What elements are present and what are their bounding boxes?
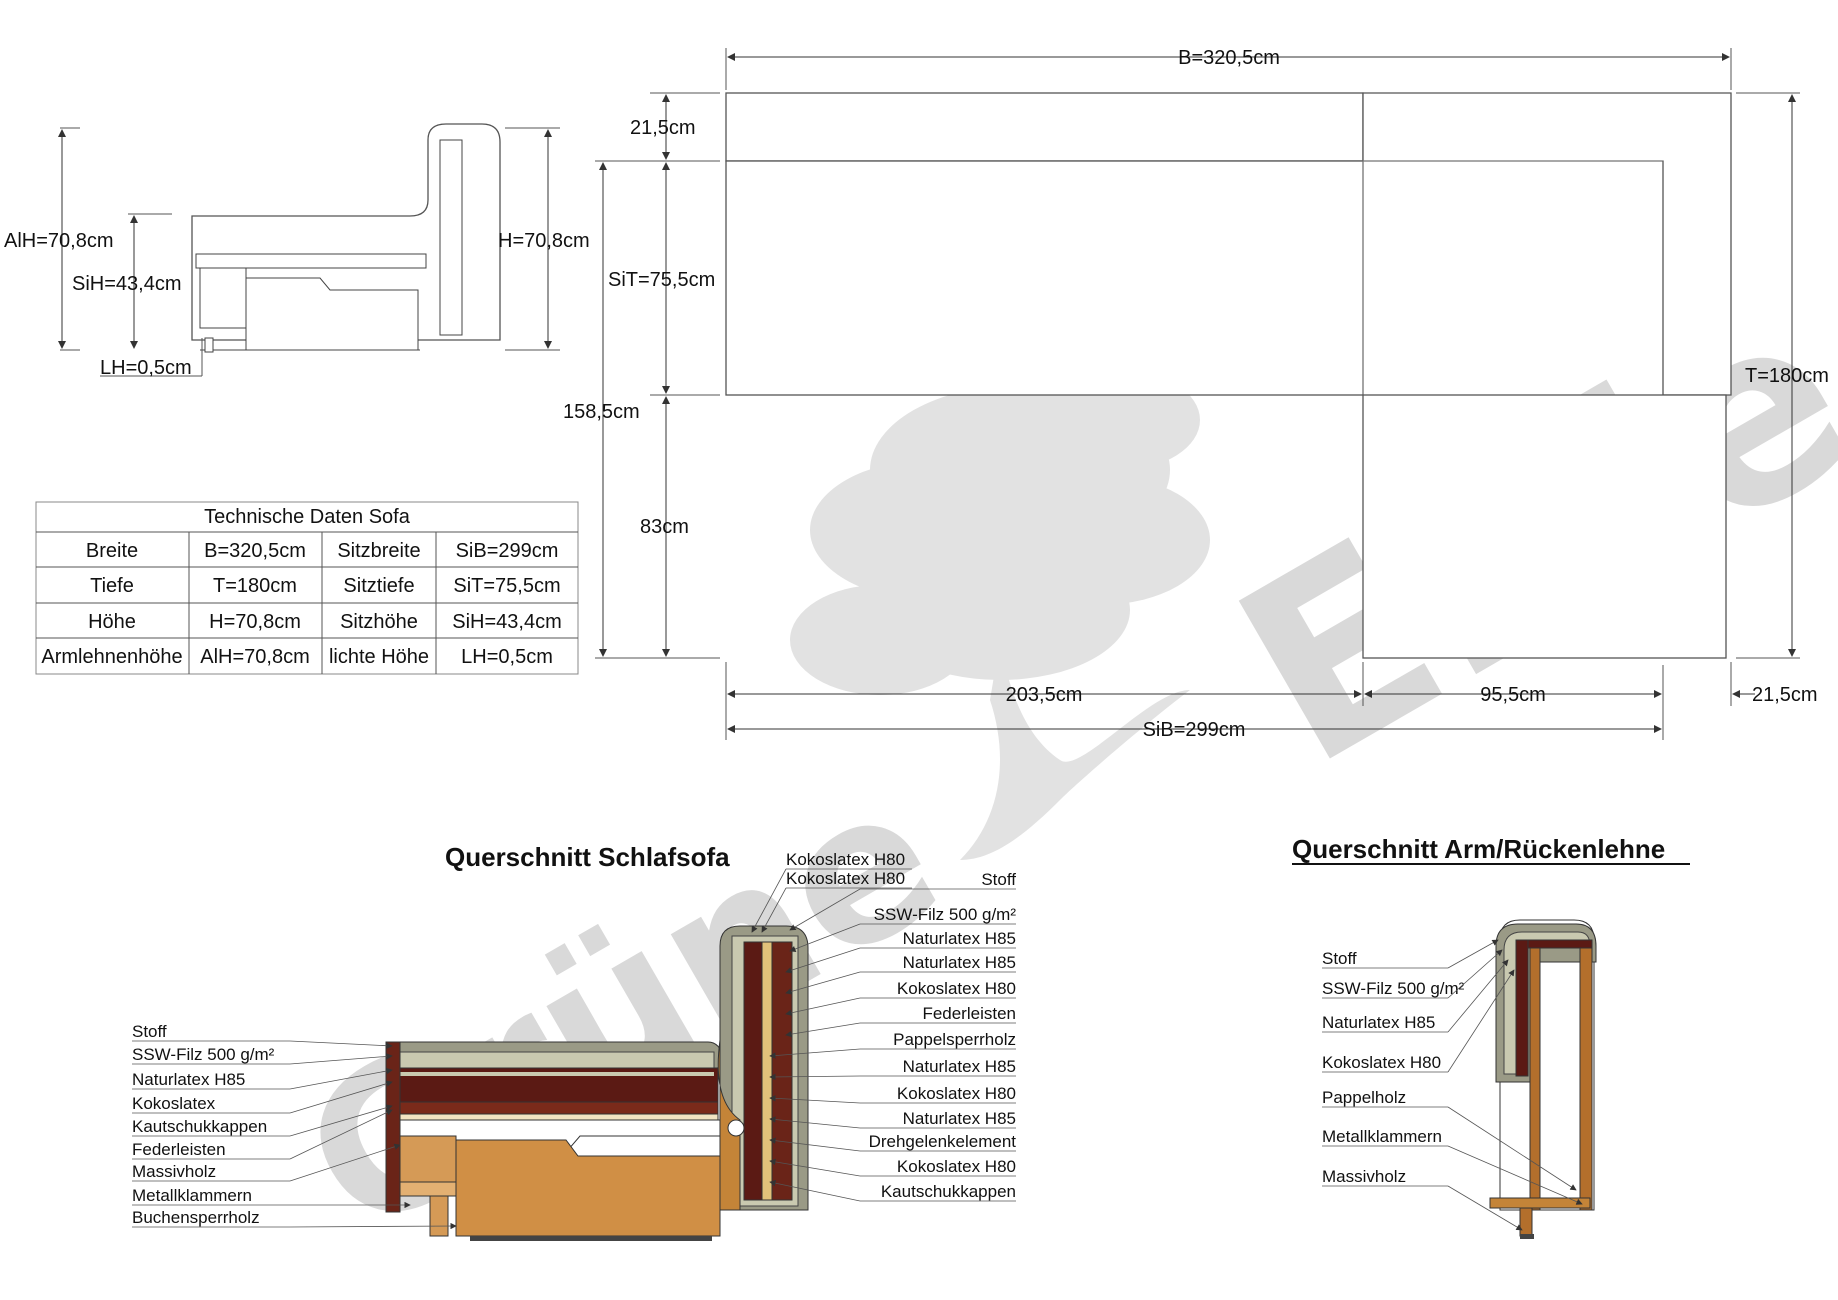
table-cell: Sitzbreite bbox=[337, 540, 420, 562]
table-cell: LH=0,5cm bbox=[461, 646, 553, 668]
section-sofa-title: Querschnitt Schlafsofa bbox=[445, 842, 730, 872]
sofa-left-label: Massivholz bbox=[132, 1162, 216, 1181]
sofa-left-label: Naturlatex H85 bbox=[132, 1070, 245, 1089]
sofa-right-label: SSW-Filz 500 g/m² bbox=[874, 905, 1017, 924]
dim-arm-width: 21,5cm bbox=[1752, 684, 1818, 706]
table-cell: Armlehnenhöhe bbox=[41, 646, 182, 668]
sofa-right-label: Federleisten bbox=[922, 1004, 1016, 1023]
sofa-right-label: Drehgelenkelement bbox=[869, 1132, 1017, 1151]
arm-label: Stoff bbox=[1322, 949, 1357, 968]
dim-total-width: B=320,5cm bbox=[1178, 47, 1280, 69]
arm-label: Kokoslatex H80 bbox=[1322, 1053, 1441, 1072]
table-cell: Sitztiefe bbox=[343, 575, 414, 597]
sofa-right-label: Kokoslatex H80 bbox=[897, 979, 1016, 998]
dim-lower-depth: 83cm bbox=[640, 516, 689, 538]
sofa-left-label: Kautschukkappen bbox=[132, 1117, 267, 1136]
dim-seat-depth: SiT=75,5cm bbox=[608, 269, 715, 291]
sofa-top-label: Kokoslatex H80 bbox=[786, 869, 905, 888]
arm-label: Metallklammern bbox=[1322, 1127, 1442, 1146]
table-cell: B=320,5cm bbox=[204, 540, 306, 562]
arm-label: Massivholz bbox=[1322, 1167, 1406, 1186]
dim-seat-width: SiB=299cm bbox=[1143, 719, 1246, 741]
arm-label: Pappelholz bbox=[1322, 1088, 1406, 1107]
tree-watermark-icon bbox=[790, 370, 1210, 860]
dim-armrest-height: AlH=70,8cm bbox=[4, 230, 114, 252]
sofa-top-label: Kokoslatex H80 bbox=[786, 850, 905, 869]
sofa-right-label: Kokoslatex H80 bbox=[897, 1084, 1016, 1103]
table-cell: Sitzhöhe bbox=[340, 611, 418, 633]
sofa-right-label: Naturlatex H85 bbox=[903, 1057, 1016, 1076]
sofa-left-label: Buchensperrholz bbox=[132, 1208, 260, 1227]
sofa-right-label: Naturlatex H85 bbox=[903, 953, 1016, 972]
sofa-right-label: Kokoslatex H80 bbox=[897, 1157, 1016, 1176]
sofa-left-label: Federleisten bbox=[132, 1140, 226, 1159]
sofa-right-label: Pappelsperrholz bbox=[893, 1030, 1016, 1049]
dim-seat-height: SiH=43,4cm bbox=[72, 273, 182, 295]
sofa-left-label: Stoff bbox=[132, 1022, 167, 1041]
sofa-right-label: Naturlatex H85 bbox=[903, 929, 1016, 948]
section-arm-title: Querschnitt Arm/Rückenlehne bbox=[1292, 834, 1665, 864]
table-cell: H=70,8cm bbox=[209, 611, 301, 633]
dim-left-segment: 203,5cm bbox=[1006, 684, 1083, 706]
table-cell: SiT=75,5cm bbox=[453, 575, 560, 597]
table-cell: AlH=70,8cm bbox=[200, 646, 310, 668]
table-cell: Tiefe bbox=[90, 575, 134, 597]
table-cell: T=180cm bbox=[213, 575, 297, 597]
side-view: AlH=70,8cm SiH=43,4cm H=70,8cm LH=0,5cm bbox=[4, 123, 590, 379]
sofa-left-label: Metallklammern bbox=[132, 1186, 252, 1205]
table-cell: SiH=43,4cm bbox=[452, 611, 562, 633]
dim-total-depth: T=180cm bbox=[1745, 365, 1829, 387]
sofa-left-label: SSW-Filz 500 g/m² bbox=[132, 1045, 275, 1064]
table-cell: Breite bbox=[86, 540, 138, 562]
table-cell: lichte Höhe bbox=[329, 646, 429, 668]
table-title: Technische Daten Sofa bbox=[204, 506, 411, 528]
arm-label: Naturlatex H85 bbox=[1322, 1013, 1435, 1032]
plan-view: B=320,5cm 21,5cm SiT=75,5cm 83cm 158,5cm… bbox=[563, 47, 1829, 741]
sofa-right-label: Naturlatex H85 bbox=[903, 1109, 1016, 1128]
dim-back-depth: 21,5cm bbox=[630, 117, 696, 139]
dim-height: H=70,8cm bbox=[498, 230, 590, 252]
dim-right-segment: 95,5cm bbox=[1480, 684, 1546, 706]
sofa-right-label: Stoff bbox=[981, 870, 1016, 889]
sofa-left-label: Kokoslatex bbox=[132, 1094, 216, 1113]
sofa-right-label: Kautschukkappen bbox=[881, 1182, 1016, 1201]
dim-left-depth: 158,5cm bbox=[563, 401, 640, 423]
dim-clear-height: LH=0,5cm bbox=[100, 357, 192, 379]
table-cell: SiB=299cm bbox=[456, 540, 559, 562]
section-armrest: Querschnitt Arm/Rückenlehne StoffSSW-Fil… bbox=[1292, 834, 1690, 1239]
arm-label: SSW-Filz 500 g/m² bbox=[1322, 979, 1465, 998]
table-cell: Höhe bbox=[88, 611, 136, 633]
